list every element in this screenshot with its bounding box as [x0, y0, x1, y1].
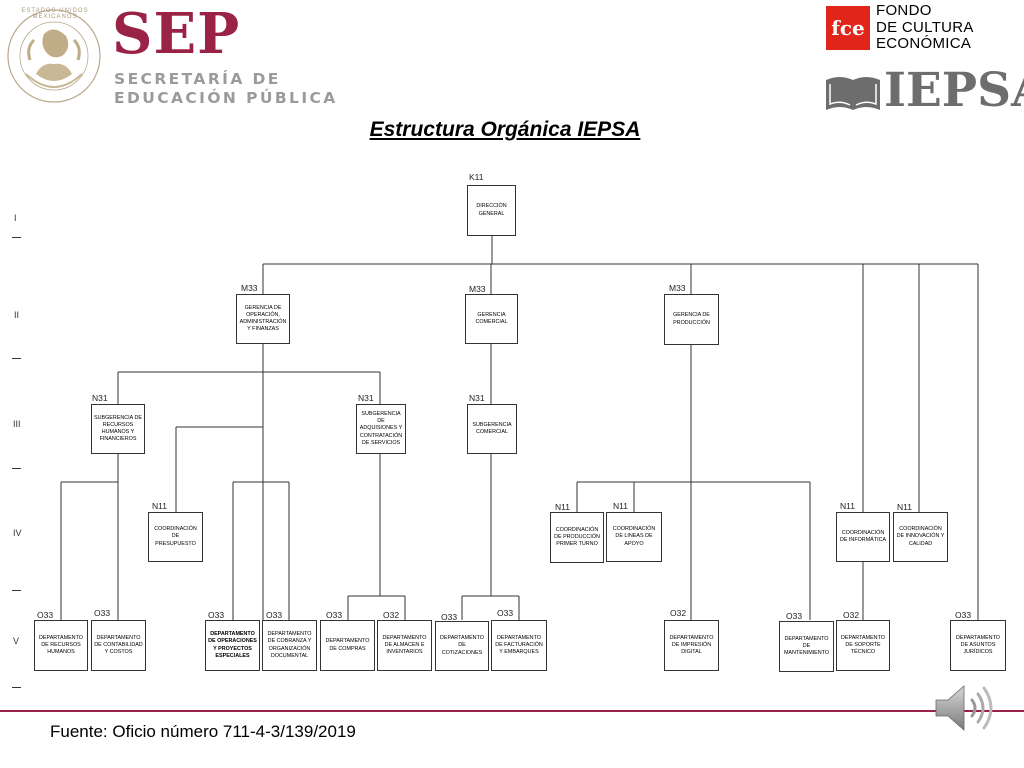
level-divider	[12, 590, 21, 591]
org-box-dep-almacen: DEPARTAMENTO DE ALMACEN E INVENTARIOS	[377, 620, 432, 671]
org-box-coord-lineas: COORDINACIÓN DE LINEAS DE APOYO	[606, 512, 662, 562]
level-divider	[12, 687, 21, 688]
level-code: N11	[555, 502, 570, 512]
level-label-5: V	[13, 636, 20, 646]
level-divider	[12, 358, 21, 359]
level-code-k11: K11	[469, 172, 484, 182]
org-box-dep-mantenimiento: DEPARTAMENTO DE MANTENIMIENTO	[779, 621, 834, 672]
level-code: O33	[94, 608, 111, 618]
level-label-4: IV	[13, 528, 22, 538]
level-code: N11	[840, 501, 855, 511]
level-code: M33	[669, 283, 686, 293]
org-box-dep-cotizaciones: DEPARTAMENTO DE COTIZACIONES	[435, 621, 489, 671]
fce-logo-letters: fce	[831, 16, 865, 40]
org-box-dep-operaciones: DEPARTAMENTO DE OPERACIONES Y PROYECTOS …	[205, 620, 260, 671]
org-box-coord-informatica: COORDINACIÓN DE INFORMÁTICA	[836, 512, 890, 562]
iepsa-book-icon	[824, 70, 882, 114]
level-code: O33	[955, 610, 972, 620]
level-code: M33	[469, 284, 486, 294]
sep-subtitle-line2: EDUCACIÓN PÚBLICA	[114, 89, 338, 107]
level-code: N11	[613, 501, 628, 511]
sep-subtitle: SECRETARÍA DE EDUCACIÓN PÚBLICA	[114, 70, 338, 108]
level-code: O33	[441, 612, 458, 622]
level-label-2: II	[14, 310, 20, 320]
mexico-seal-logo	[6, 4, 102, 108]
level-code: N31	[469, 393, 485, 403]
level-code: O33	[786, 611, 803, 621]
level-divider	[12, 468, 21, 469]
org-box-coord-produccion: COORDINACIÓN DE PRODUCCIÓN PRIMER TURNO	[550, 512, 604, 563]
org-box-direccion-general: DIRECCIÓN GENERAL	[467, 185, 516, 236]
level-code: N11	[897, 502, 912, 512]
org-box-gerencia-comercial: GERENCIA COMERCIAL	[465, 294, 518, 344]
org-box-dep-cobranza: DEPARTAMENTO DE COBRANZA Y ORGANIZACIÓN …	[262, 620, 317, 671]
footer-divider	[0, 710, 1024, 712]
org-box-dep-impresion: DEPARTAMENTO DE IMPRESIÓN DIGITAL	[664, 620, 719, 671]
level-code: O33	[208, 610, 225, 620]
fce-logo-mark: fce	[826, 6, 870, 50]
org-box-dep-juridicos: DEPARTAMENTO DE ASUNTOS JURÍDICOS	[950, 620, 1006, 671]
level-code: N31	[358, 393, 374, 403]
level-code: O32	[383, 610, 400, 620]
speaker-icon[interactable]	[932, 676, 998, 740]
fce-line3: ECONÓMICA	[876, 35, 972, 52]
org-box-coord-innovacion: COORDINACIÓN DE INNOVACIÓN Y CALIDAD	[893, 512, 948, 562]
org-box-gerencia-operacion: GERENCIA DE OPERACIÓN, ADMINISTRACIÓN Y …	[236, 294, 290, 344]
level-label-3: III	[13, 419, 21, 429]
org-box-subgerencia-adquisiciones: SUBGERENCIA DE ADQUISIONES Y CONTRATACIÓ…	[356, 404, 406, 454]
org-box-subgerencia-rh: SUBGERENCIA DE RECURSOS HUMANOS Y FINANC…	[91, 404, 145, 454]
seal-text: ESTADOS UNIDOS MEXICANOS	[21, 8, 89, 20]
level-code: O33	[37, 610, 54, 620]
org-box-dep-recursos-humanos: DEPARTAMENTO DE RECURSOS HUMANOS	[34, 620, 88, 671]
level-label-1: I	[14, 213, 17, 223]
org-box-dep-compras: DEPARTAMENTO DE COMPRAS	[320, 620, 375, 671]
iepsa-logo-word: IEPSA	[884, 63, 1024, 118]
fce-line1: FONDO	[876, 2, 932, 19]
sep-logo-word: SEP	[112, 1, 241, 67]
level-divider	[12, 237, 21, 238]
level-code: N11	[152, 501, 167, 511]
level-code: O32	[670, 608, 687, 618]
level-code: M33	[241, 283, 258, 293]
level-code: N31	[92, 393, 108, 403]
level-code: O33	[497, 608, 514, 618]
org-box-dep-facturacion: DEPARTAMENTO DE FACTURACIÓN Y EMBARQUES	[491, 620, 547, 671]
level-code: O33	[266, 610, 283, 620]
page-title: Estructura Orgánica IEPSA	[369, 118, 641, 141]
org-box-gerencia-produccion: GERENCIA DE PRODUCCIÓN	[664, 294, 719, 345]
fce-line2: DE CULTURA	[876, 18, 974, 36]
level-code: O33	[326, 610, 343, 620]
org-box-dep-soporte: DEPARTAMENTO DE SOPORTE TÉCNICO	[836, 620, 890, 671]
org-box-coord-presupuesto: COORDINACIÓN DE PRESUPUESTO	[148, 512, 203, 562]
org-box-dep-contabilidad: DEPARTAMENTO DE CONTABILIDAD Y COSTOS	[91, 620, 146, 671]
fce-logo-text: FONDO DE CULTURA ECONÓMICA	[876, 2, 974, 53]
level-code: O32	[843, 610, 860, 620]
org-box-subgerencia-comercial: SUBGERENCIA COMERCIAL	[467, 404, 517, 454]
sep-subtitle-line1: SECRETARÍA DE	[114, 70, 281, 88]
source-note: Fuente: Oficio número 711-4-3/139/2019	[50, 722, 356, 741]
